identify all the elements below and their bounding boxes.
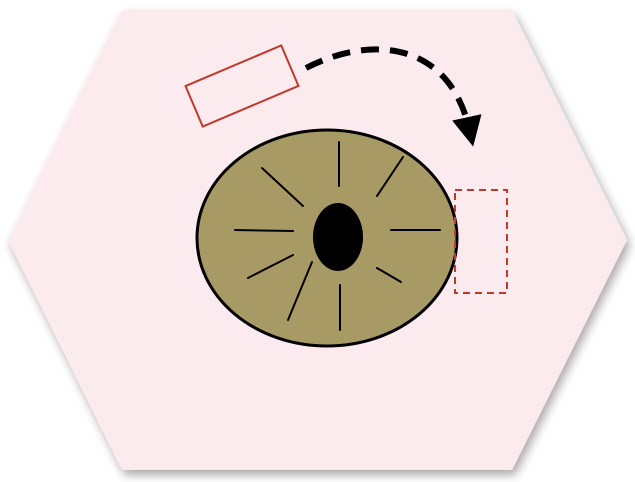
center-hole xyxy=(313,203,363,271)
spoke xyxy=(235,230,293,231)
